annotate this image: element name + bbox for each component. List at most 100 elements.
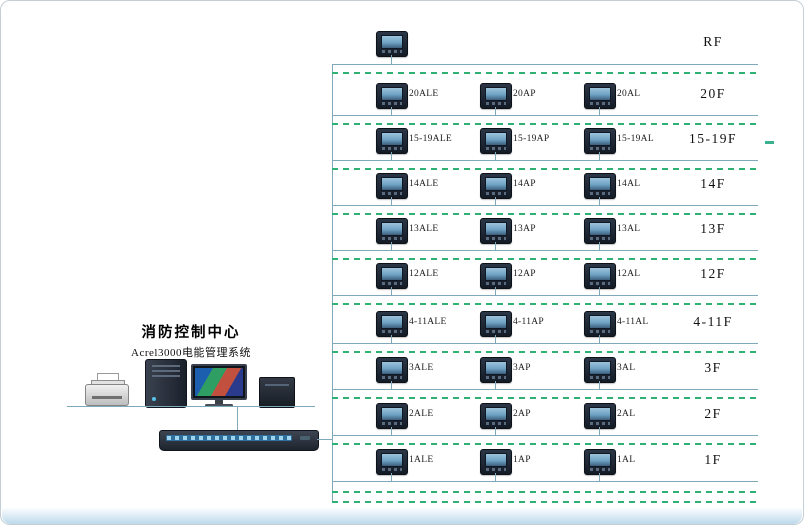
floor-label: 1F: [704, 452, 722, 467]
bottom-gradient: [2, 507, 802, 524]
device-screen: [485, 361, 507, 375]
printer-slot: [92, 396, 122, 399]
device-label: 13AL: [617, 224, 641, 234]
ups-detail: [265, 384, 289, 386]
device-screen: [381, 87, 403, 101]
network-switch-icon: [159, 430, 319, 451]
device-buttons: [382, 147, 402, 150]
device-drop-line: [391, 335, 392, 343]
device-screen: [381, 407, 403, 421]
device-drop-line: [599, 197, 600, 205]
device-label: 4-11AL: [617, 317, 649, 327]
device-buttons: [590, 102, 610, 105]
floor-label: 3F: [704, 360, 722, 375]
device-buttons: [486, 376, 506, 379]
power-meter-device: [376, 403, 408, 429]
device-buttons: [590, 147, 610, 150]
floor-bus-line: [332, 343, 758, 344]
floor-divider-dashed: [332, 303, 758, 305]
device-drop-line: [495, 473, 496, 481]
device-label: 14AL: [617, 179, 641, 189]
device-label: 12AL: [617, 269, 641, 279]
floor-bus-line: [332, 295, 758, 296]
floor-divider-dashed: [332, 397, 758, 399]
floor-label: 14F: [700, 176, 726, 191]
device-label: 15-19AL: [617, 134, 654, 144]
system-name: Acrel3000电能管理系统: [131, 347, 251, 359]
device-buttons: [486, 468, 506, 471]
monitor-base: [205, 404, 233, 407]
device-screen: [485, 177, 507, 191]
device-screen: [589, 222, 611, 236]
device-buttons: [382, 422, 402, 425]
power-meter-device: [584, 403, 616, 429]
monitor-display: [195, 368, 243, 396]
device-buttons: [590, 192, 610, 195]
floor-label: 13F: [700, 221, 726, 236]
power-meter-device: [376, 31, 408, 57]
device-label: 20AL: [617, 89, 641, 99]
floor-label: 20F: [700, 86, 726, 101]
floor-bus-line: [332, 160, 758, 161]
printer-icon: [85, 373, 129, 406]
device-screen: [381, 453, 403, 467]
device-label: 12AP: [513, 269, 536, 279]
floor-bus-line: [332, 64, 758, 65]
device-buttons: [486, 282, 506, 285]
floor-divider-dashed: [332, 168, 758, 170]
device-screen: [381, 222, 403, 236]
device-buttons: [590, 237, 610, 240]
device-drop-line: [599, 152, 600, 160]
device-label: 14ALE: [409, 179, 439, 189]
floor-divider-dashed: [332, 72, 758, 74]
power-meter-device: [584, 128, 616, 154]
device-screen: [381, 315, 403, 329]
device-label: 2AP: [513, 409, 531, 419]
device-buttons: [590, 468, 610, 471]
floor-bus-line: [332, 250, 758, 251]
power-meter-device: [480, 83, 512, 109]
ups-box-icon: [259, 377, 295, 408]
device-label: 3AP: [513, 363, 531, 373]
device-buttons: [382, 330, 402, 333]
power-meter-device: [376, 128, 408, 154]
printer-body: [85, 384, 129, 406]
power-meter-device: [480, 357, 512, 383]
device-buttons: [590, 422, 610, 425]
device-label: 2ALE: [409, 409, 434, 419]
device-drop-line: [391, 287, 392, 295]
floor-divider-dashed: [332, 501, 758, 503]
monitor-frame: [191, 364, 247, 400]
device-screen: [589, 132, 611, 146]
device-drop-line: [391, 152, 392, 160]
device-label: 1ALE: [409, 455, 434, 465]
floor-divider-dashed: [332, 491, 758, 493]
device-label: 2AL: [617, 409, 636, 419]
floor-label: RF: [703, 34, 723, 49]
power-meter-device: [480, 128, 512, 154]
device-label: 3AL: [617, 363, 636, 373]
device-drop-line: [599, 427, 600, 435]
device-screen: [381, 35, 403, 49]
device-screen: [589, 267, 611, 281]
device-buttons: [486, 422, 506, 425]
device-label: 20AP: [513, 89, 536, 99]
floor-divider-dashed: [332, 443, 758, 445]
device-screen: [381, 177, 403, 191]
monitor-icon: [191, 364, 247, 407]
device-drop-line: [495, 287, 496, 295]
device-label: 13ALE: [409, 224, 439, 234]
device-screen: [485, 132, 507, 146]
device-label: 4-11ALE: [409, 317, 447, 327]
device-drop-line: [599, 107, 600, 115]
power-meter-device: [584, 263, 616, 289]
device-drop-line: [495, 197, 496, 205]
power-meter-device: [376, 311, 408, 337]
power-meter-device: [376, 83, 408, 109]
device-label: 15-19ALE: [409, 134, 453, 144]
device-buttons: [382, 376, 402, 379]
device-drop-line: [495, 242, 496, 250]
device-screen: [589, 315, 611, 329]
device-buttons: [382, 102, 402, 105]
